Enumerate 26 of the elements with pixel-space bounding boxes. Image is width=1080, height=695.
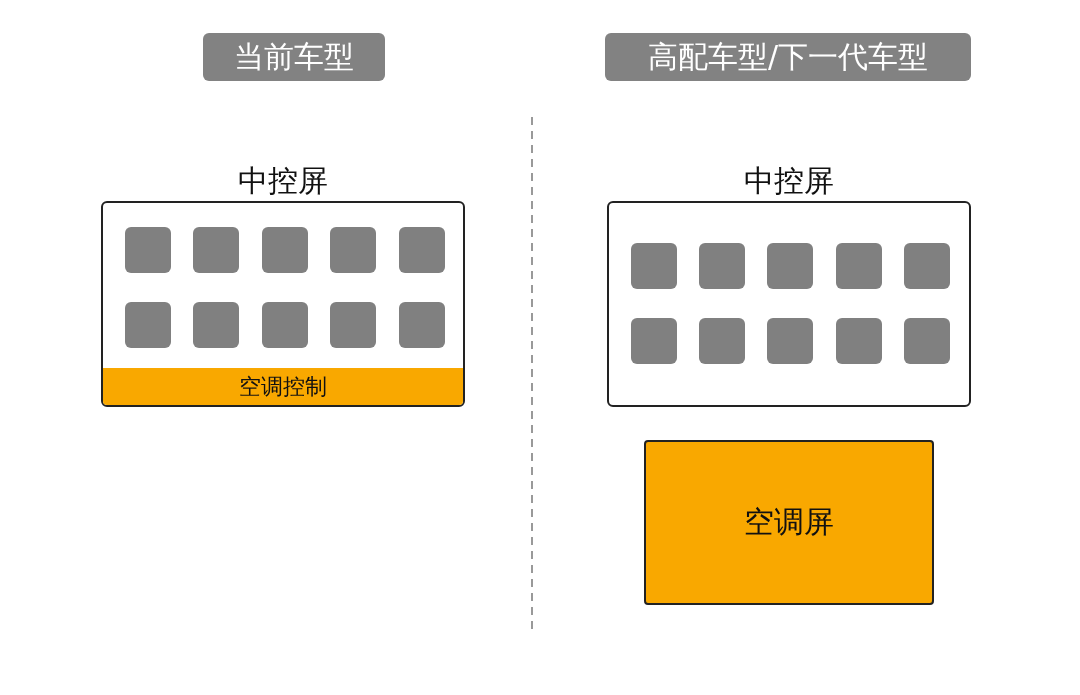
- app-icon: [699, 318, 745, 364]
- category-tag: 当前车型: [203, 33, 385, 81]
- app-icon: [767, 318, 813, 364]
- app-icon: [699, 243, 745, 289]
- category-tag: 高配车型/下一代车型: [605, 33, 971, 81]
- app-icon: [125, 227, 171, 273]
- app-icon: [330, 302, 376, 348]
- app-icon: [330, 227, 376, 273]
- app-icon: [836, 243, 882, 289]
- climate-control-bar: 空调控制: [103, 368, 463, 405]
- app-icon: [904, 243, 950, 289]
- app-icon: [262, 227, 308, 273]
- app-icon: [631, 243, 677, 289]
- app-icon: [399, 227, 445, 273]
- app-icon: [767, 243, 813, 289]
- app-icon: [193, 302, 239, 348]
- app-icon: [399, 302, 445, 348]
- app-icon: [631, 318, 677, 364]
- app-icon: [262, 302, 308, 348]
- app-icon: [904, 318, 950, 364]
- app-icon: [836, 318, 882, 364]
- climate-screen: 空调屏: [644, 440, 934, 605]
- app-icon: [193, 227, 239, 273]
- screen-title: 中控屏: [237, 162, 329, 200]
- screen-title: 中控屏: [743, 162, 835, 200]
- app-icon: [125, 302, 171, 348]
